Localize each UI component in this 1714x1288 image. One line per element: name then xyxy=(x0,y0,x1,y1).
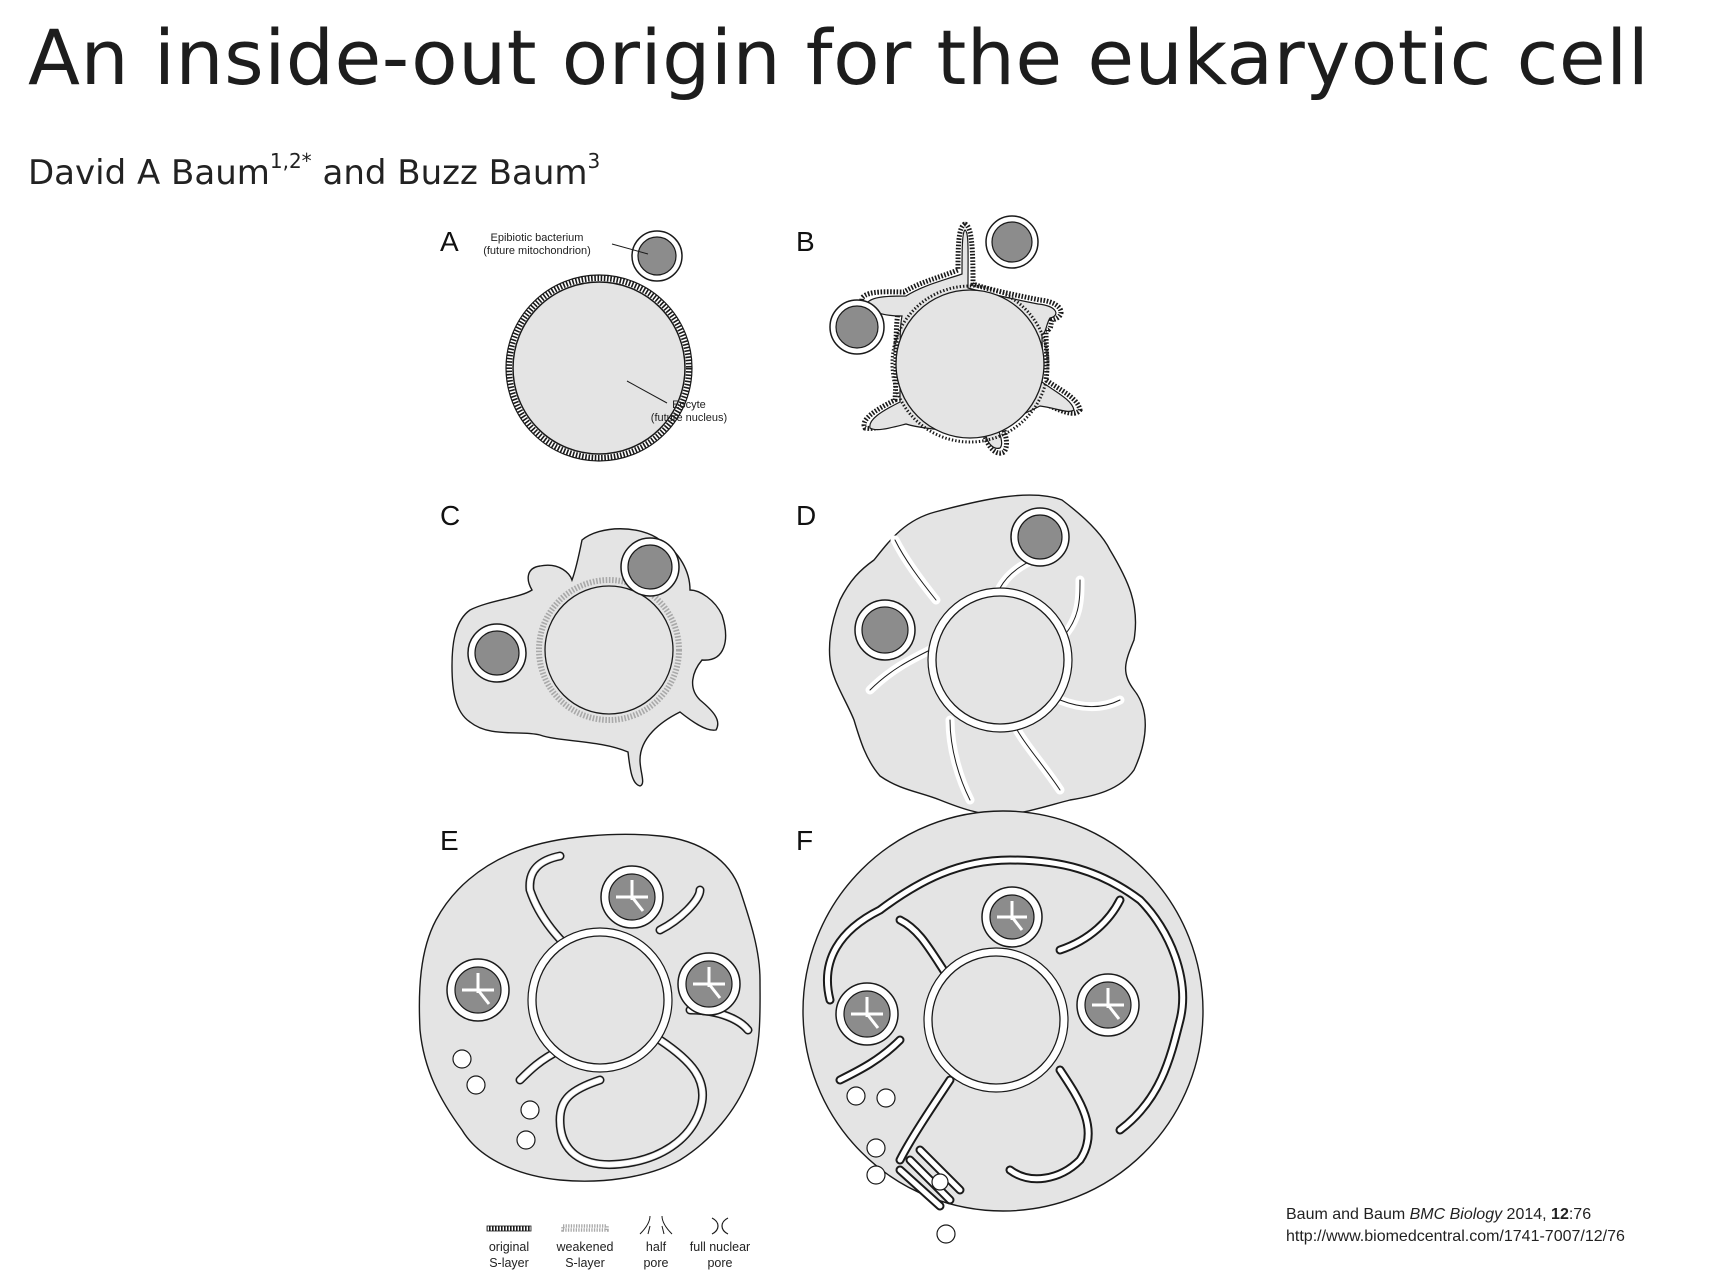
eocyte-label-2: (future nucleus) xyxy=(651,412,727,424)
author-line: David A Baum1,2* and Buzz Baum3 xyxy=(28,148,600,198)
panel-b-letter: B xyxy=(796,226,815,257)
original-s-layer-symbol xyxy=(486,1225,532,1232)
eocyte-cell xyxy=(505,274,693,462)
author-2-name: Buzz Baum xyxy=(397,153,588,193)
citation-volume: 12 xyxy=(1551,1206,1569,1223)
citation-year: 2014, xyxy=(1502,1206,1552,1223)
legend-2-line-2: S-layer xyxy=(565,1256,605,1270)
full-nuclear-pore-symbol xyxy=(711,1217,729,1235)
d-nucleus xyxy=(935,595,1065,725)
legend-1-line-1: original xyxy=(489,1240,529,1254)
panel-d-letter: D xyxy=(796,500,816,531)
citation-url[interactable]: http://www.biomedcentral.com/1741-7007/1… xyxy=(1286,1228,1625,1245)
citation: Baum and Baum BMC Biology 2014, 12:76 ht… xyxy=(1286,1204,1625,1248)
author-joiner: and xyxy=(311,153,398,193)
e-mitochondrion-left xyxy=(446,958,510,1022)
c-bacterium-top xyxy=(620,537,680,597)
panel-a-letter: A xyxy=(440,226,459,257)
legend-4-line-1: full nuclear xyxy=(690,1240,750,1254)
citation-line: Baum and Baum BMC Biology 2014, 12:76 xyxy=(1286,1204,1625,1226)
d-bacterium-left xyxy=(854,599,916,661)
f-nucleus xyxy=(931,955,1061,1085)
f-mitochondrion-left xyxy=(835,982,899,1046)
e-nucleus xyxy=(535,935,665,1065)
panel-f: F xyxy=(796,810,1204,1244)
e-mitochondrion-top xyxy=(600,865,664,929)
bacterium-left xyxy=(829,299,885,355)
c-bacterium-left xyxy=(467,623,527,683)
epibiotic-label-1: Epibiotic bacterium xyxy=(491,232,584,244)
citation-journal: BMC Biology xyxy=(1409,1206,1503,1223)
panel-b: B xyxy=(796,215,1083,456)
e-vesicles xyxy=(452,1049,540,1150)
author-1-affiliation: 1,2* xyxy=(269,149,312,173)
panel-e: E xyxy=(418,825,761,1182)
eocyte-label-1: Eocyte xyxy=(672,399,706,411)
legend-3-line-1: half xyxy=(646,1240,667,1254)
panel-c-letter: C xyxy=(440,500,460,531)
author-2-affiliation: 3 xyxy=(587,149,601,173)
paper-title: An inside-out origin for the eukaryotic … xyxy=(28,13,1650,102)
panel-d: D xyxy=(796,494,1146,816)
half-pore-symbol xyxy=(639,1215,673,1235)
legend-4-line-2: pore xyxy=(707,1256,732,1270)
panel-a: A Epibiotic bacterium (future mitochondr… xyxy=(440,226,727,462)
epibiotic-bacterium xyxy=(631,230,683,282)
weakened-s-layer-symbol xyxy=(561,1224,609,1232)
citation-authors: Baum and Baum xyxy=(1286,1206,1410,1223)
panel-c: C xyxy=(440,500,727,787)
figure-legend: original S-layer weakened S-layer half p… xyxy=(486,1215,750,1270)
citation-article: :76 xyxy=(1568,1206,1592,1223)
epibiotic-label-2: (future mitochondrion) xyxy=(483,245,591,257)
d-bacterium-top xyxy=(1010,507,1070,567)
e-mitochondrion-right xyxy=(677,952,741,1016)
bacterium-top xyxy=(985,215,1039,269)
eocyte-body xyxy=(895,289,1045,439)
panel-e-letter: E xyxy=(440,825,459,856)
panel-f-letter: F xyxy=(796,825,813,856)
f-mitochondrion-right xyxy=(1076,973,1140,1037)
author-1-name: David A Baum xyxy=(28,153,270,193)
f-vesicles xyxy=(846,1086,956,1244)
legend-2-line-1: weakened xyxy=(556,1240,614,1254)
f-mitochondrion-top xyxy=(981,886,1043,948)
legend-3-line-2: pore xyxy=(643,1256,668,1270)
legend-1-line-2: S-layer xyxy=(489,1256,529,1270)
